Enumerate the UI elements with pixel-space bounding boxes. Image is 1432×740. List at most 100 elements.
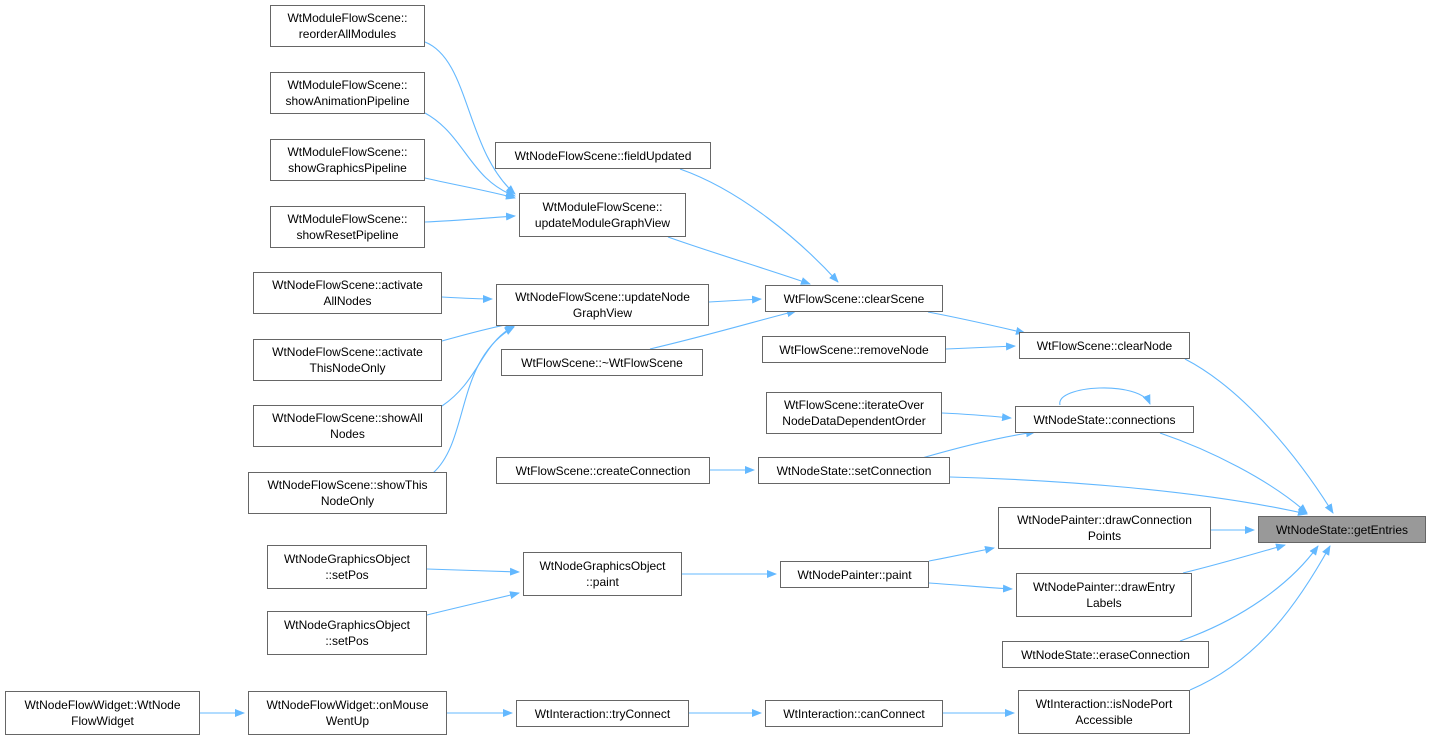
edge-isNodePortAccessible-to-getEntries — [1189, 545, 1331, 691]
node-label-line: WtFlowScene::clearNode — [1036, 338, 1173, 353]
node-destructor[interactable]: WtFlowScene::~WtFlowScene — [501, 349, 703, 376]
node-removeNode[interactable]: WtFlowScene::removeNode — [762, 336, 946, 363]
node-showResetPipeline[interactable]: WtModuleFlowScene::showResetPipeline — [270, 206, 425, 248]
node-connections[interactable]: WtNodeState::connections — [1015, 406, 1194, 433]
node-label-line: Points — [1087, 529, 1122, 543]
node-label-line: WtInteraction::isNodePort — [1035, 697, 1173, 711]
edge-updateNodeGraphView-to-clearScene — [708, 295, 762, 304]
node-label-line: WtNodeFlowScene::updateNode — [515, 290, 690, 304]
node-label-line: WtNodeFlowScene::activate — [272, 278, 423, 292]
edge-layer — [200, 41, 1334, 717]
node-label-line: WtInteraction::tryConnect — [534, 706, 671, 721]
edge-showAnimationPipeline-to-updateModuleGraphView — [424, 112, 516, 197]
node-showAnimationPipeline[interactable]: WtModuleFlowScene::showAnimationPipeline — [270, 72, 425, 114]
node-label-line: WtFlowScene::createConnection — [515, 463, 691, 478]
node-label-line: WtNodeState::getEntries — [1275, 522, 1409, 537]
edge-connections-to-connections — [1059, 387, 1151, 406]
node-label-line: Nodes — [330, 427, 365, 441]
node-setConnection[interactable]: WtNodeState::setConnection — [758, 457, 950, 484]
node-label-line: WtNodeState::connections — [1033, 412, 1176, 427]
node-fieldUpdated[interactable]: WtNodeFlowScene::fieldUpdated — [495, 142, 711, 169]
edge-setConnection-to-connections — [921, 429, 1036, 459]
node-getEntries[interactable]: WtNodeState::getEntries — [1258, 516, 1426, 543]
edge-eraseConnection-to-getEntries — [1179, 545, 1319, 642]
node-label-line: WtNodeGraphicsObject — [283, 552, 411, 566]
node-label-line: WtNodeFlowScene::showThis — [267, 478, 428, 492]
edge-showGraphicsPipeline-to-updateModuleGraphView — [424, 177, 516, 200]
edge-updateModuleGraphView-to-clearScene — [667, 236, 811, 285]
node-setPos2[interactable]: WtNodeGraphicsObject::setPos — [267, 611, 427, 655]
edge-setPos2-to-goPaint — [426, 591, 520, 616]
node-label-line: WtModuleFlowScene:: — [287, 78, 408, 92]
edge-clearNode-to-getEntries — [1184, 358, 1334, 514]
edge-drawEntryLabels-to-getEntries — [1182, 543, 1286, 574]
node-label-line: Accessible — [1075, 713, 1133, 727]
node-label-line: WtInteraction::canConnect — [783, 706, 925, 721]
edge-showThisNodeOnly-to-updateNodeGraphView — [432, 326, 515, 474]
node-label-line: WtFlowScene::iterateOver — [783, 398, 925, 412]
node-label-line: ThisNodeOnly — [309, 361, 386, 375]
node-painterPaint[interactable]: WtNodePainter::paint — [780, 561, 929, 588]
node-label-line: WtNodeState::eraseConnection — [1021, 647, 1190, 662]
node-label-line: WtModuleFlowScene:: — [542, 200, 663, 214]
node-label-line: FlowWidget — [71, 714, 134, 728]
node-reorderAllModules[interactable]: WtModuleFlowScene::reorderAllModules — [270, 5, 425, 47]
node-label-line: WtNodeGraphicsObject — [283, 618, 411, 632]
edge-setPos1-to-goPaint — [426, 567, 520, 576]
node-label-line: WtNodeFlowWidget::onMouse — [266, 698, 429, 712]
edge-destructor-to-clearScene — [649, 309, 797, 350]
node-label-line: WtModuleFlowScene:: — [287, 145, 408, 159]
edge-setConnection-to-getEntries — [949, 476, 1308, 516]
node-eraseConnection[interactable]: WtNodeState::eraseConnection — [1002, 641, 1209, 668]
node-label-line: WtNodeFlowScene::activate — [272, 345, 423, 359]
node-label-line: GraphView — [572, 306, 633, 320]
node-label-line: WentUp — [325, 714, 370, 728]
node-updateModuleGraphView[interactable]: WtModuleFlowScene::updateModuleGraphView — [519, 193, 686, 237]
node-createConnection[interactable]: WtFlowScene::createConnection — [496, 457, 710, 484]
node-label-line: WtNodeFlowWidget::WtNode — [24, 698, 181, 712]
edge-connections-to-getEntries — [1159, 432, 1308, 514]
edge-clearScene-to-clearNode — [927, 311, 1026, 335]
node-tryConnect[interactable]: WtInteraction::tryConnect — [516, 700, 689, 727]
edge-painterPaint-to-drawEntryLabels — [928, 582, 1013, 593]
node-label-line: WtNodePainter::drawEntry — [1032, 580, 1176, 594]
node-label-line: ::setPos — [325, 634, 369, 648]
node-label-line: AllNodes — [323, 294, 372, 308]
node-label-line: showResetPipeline — [296, 228, 399, 242]
node-label-line: WtModuleFlowScene:: — [287, 212, 408, 226]
node-label-line: Labels — [1086, 596, 1122, 610]
node-label-line: showAnimationPipeline — [285, 94, 410, 108]
node-label-line: WtNodeState::setConnection — [776, 463, 932, 478]
edge-painterPaint-to-drawConnectionPoints — [928, 545, 995, 562]
node-label-line: NodeOnly — [320, 494, 375, 508]
node-label-line: WtModuleFlowScene:: — [287, 11, 408, 25]
node-canConnect[interactable]: WtInteraction::canConnect — [765, 700, 943, 727]
node-showGraphicsPipeline[interactable]: WtModuleFlowScene::showGraphicsPipeline — [270, 139, 425, 181]
node-label-line: showGraphicsPipeline — [288, 161, 407, 175]
node-label-line: WtFlowScene::clearScene — [783, 291, 925, 306]
edge-iterateOver-to-connections — [941, 412, 1012, 422]
node-clearScene[interactable]: WtFlowScene::clearScene — [765, 285, 943, 312]
node-label-line: WtNodePainter::paint — [797, 567, 912, 582]
edge-activateAllNodes-to-updateNodeGraphView — [441, 294, 493, 303]
node-label-line: WtFlowScene::removeNode — [779, 342, 929, 357]
node-label-line: ::setPos — [325, 568, 369, 582]
edge-removeNode-to-clearNode — [945, 342, 1016, 351]
node-label-line: updateModuleGraphView — [534, 216, 671, 230]
node-clearNode[interactable]: WtFlowScene::clearNode — [1019, 332, 1190, 359]
edge-reorderAllModules-to-updateModuleGraphView — [424, 41, 516, 195]
node-setPos1[interactable]: WtNodeGraphicsObject::setPos — [267, 545, 427, 589]
node-goPaint[interactable]: WtNodeGraphicsObject::paint — [523, 552, 682, 596]
